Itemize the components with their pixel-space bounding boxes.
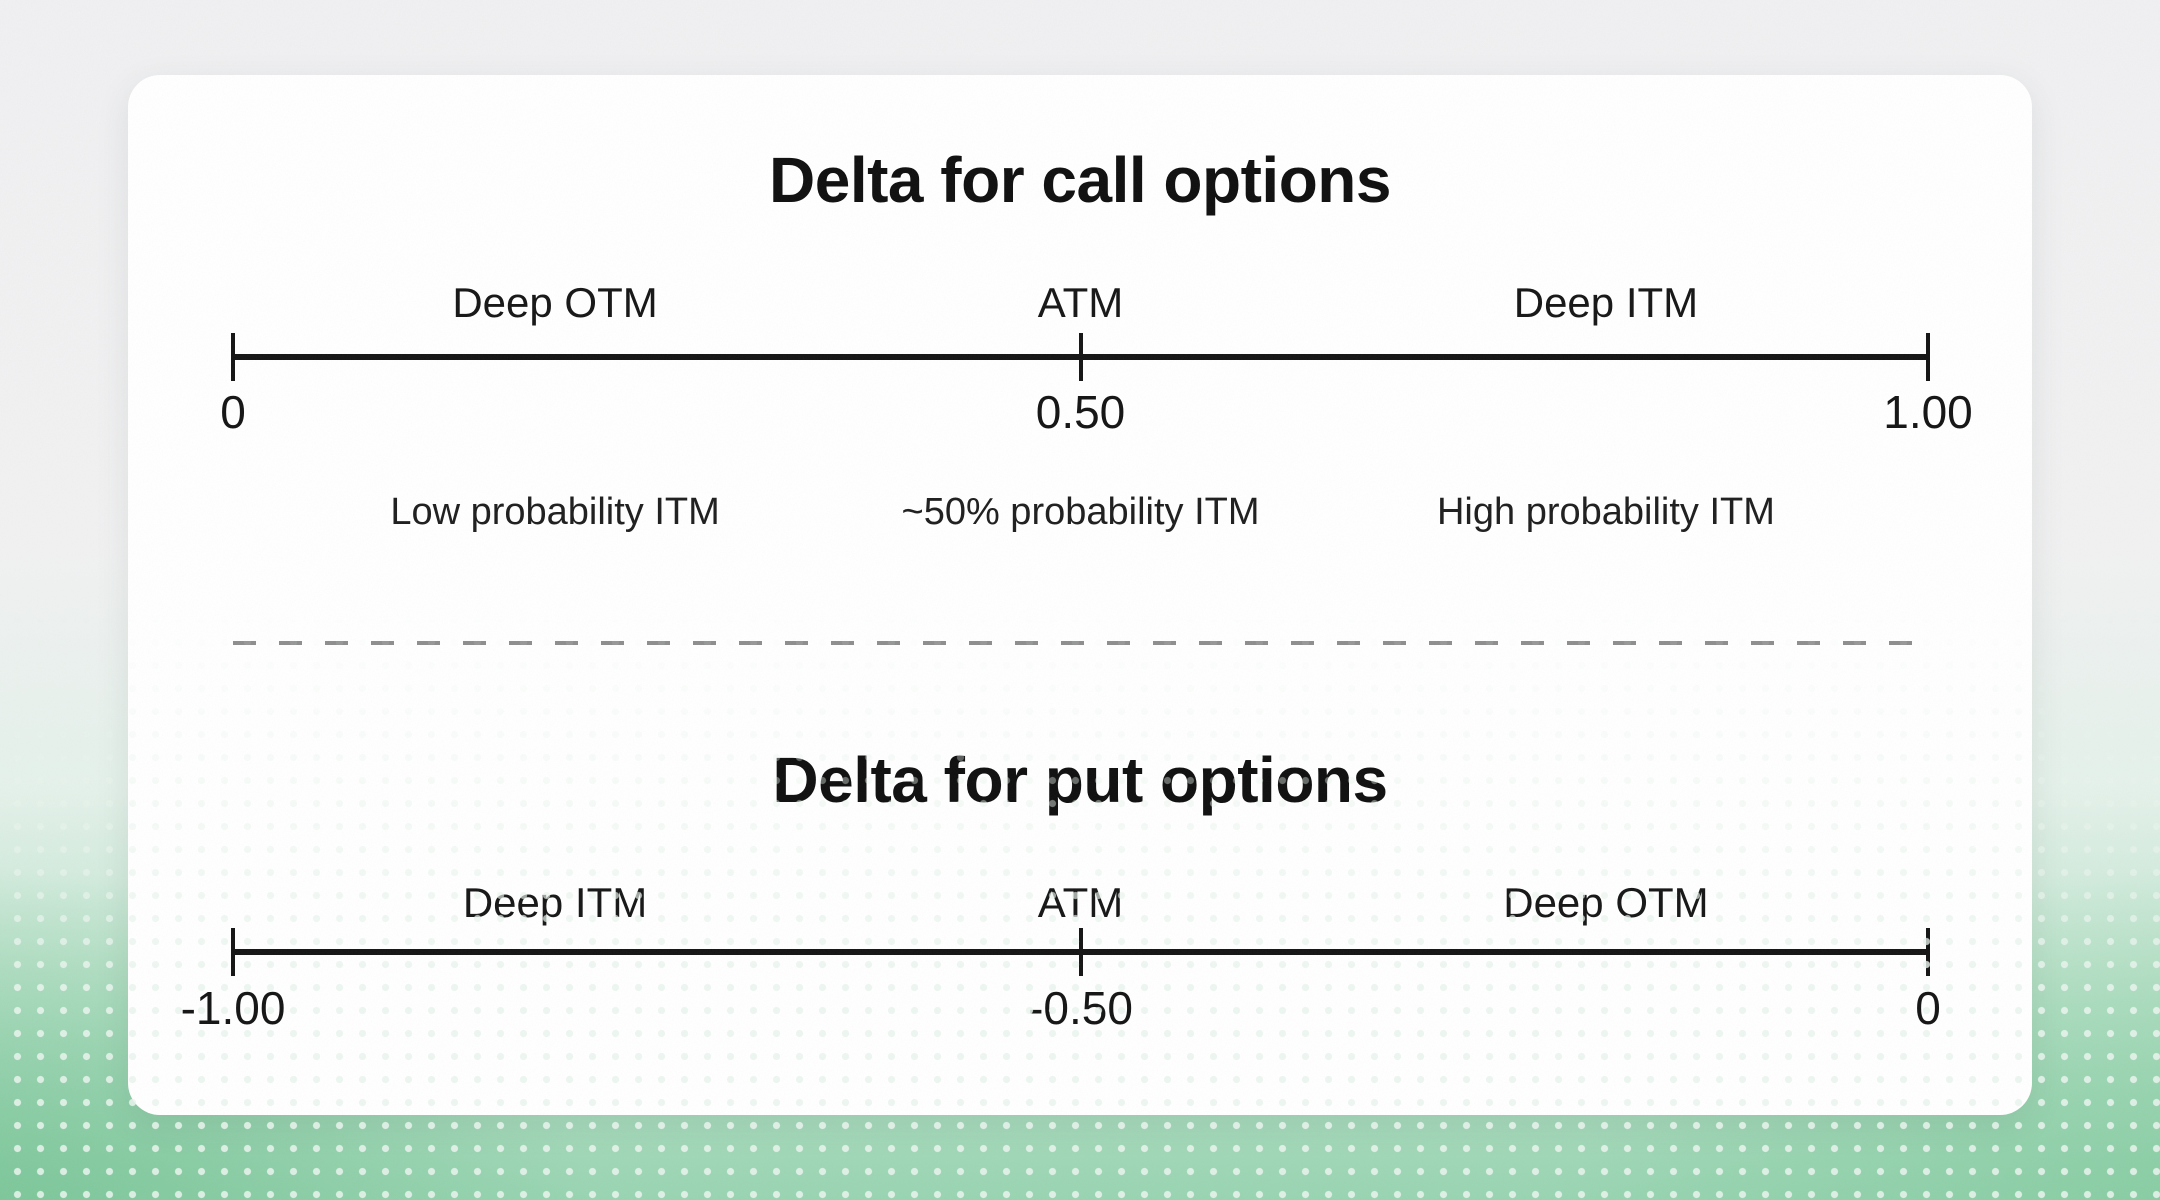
- tick-label-050: 0.50: [1035, 386, 1126, 438]
- tick-mark-middle: [1078, 333, 1083, 381]
- put-number-line: [231, 928, 1930, 976]
- tick-label-neg100: -1.00: [180, 982, 286, 1034]
- dashed-divider: [233, 641, 1928, 645]
- delta-diagram-card: Delta for call options Deep OTM ATM Deep…: [128, 75, 2032, 1115]
- tick-mark-start: [231, 928, 235, 976]
- put-section-title: Delta for put options: [772, 744, 1388, 816]
- zone-label-deep-otm: Deep OTM: [1503, 879, 1709, 926]
- note-high-probability: High probability ITM: [1436, 491, 1775, 533]
- tick-mark-start: [231, 333, 235, 381]
- tick-label-0: 0: [1915, 982, 1941, 1034]
- zone-label-deep-itm: Deep ITM: [462, 879, 648, 926]
- tick-label-neg050: -0.50: [1028, 982, 1133, 1034]
- call-number-line: [231, 333, 1930, 381]
- zone-label-atm: ATM: [1037, 879, 1124, 926]
- tick-mark-middle: [1078, 928, 1083, 976]
- note-50-probability: ~50% probability ITM: [901, 491, 1260, 533]
- call-section-title: Delta for call options: [769, 144, 1391, 216]
- zone-label-deep-itm: Deep ITM: [1513, 279, 1699, 326]
- tick-label-100: 1.00: [1883, 386, 1973, 438]
- zone-label-deep-otm: Deep OTM: [452, 279, 658, 326]
- tick-mark-end: [1926, 928, 1930, 976]
- zone-label-atm: ATM: [1037, 279, 1124, 326]
- note-low-probability: Low probability ITM: [390, 491, 720, 533]
- tick-label-0: 0: [220, 386, 246, 438]
- tick-mark-end: [1926, 333, 1930, 381]
